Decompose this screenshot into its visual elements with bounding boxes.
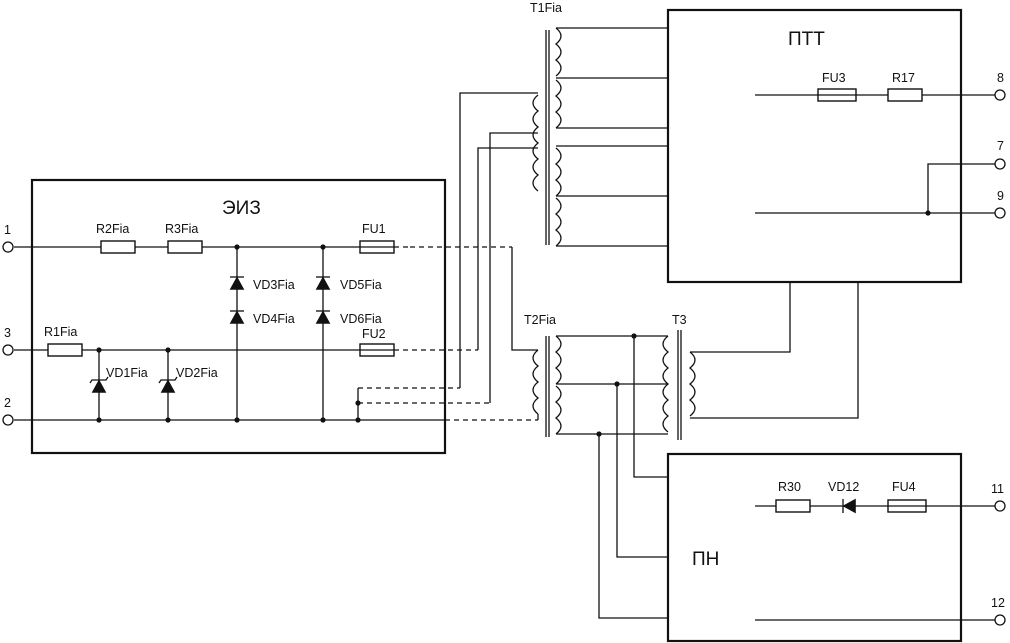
eiz-wiring: [14, 246, 538, 421]
resistor-r2: [100, 240, 136, 254]
label-terminal-11: 11: [991, 482, 1004, 496]
transformer-t2: [511, 247, 668, 437]
diode-vd5: [315, 276, 331, 290]
terminal-2: [2, 414, 14, 426]
label-terminal-8: 8: [997, 71, 1004, 85]
terminal-11: [994, 500, 1006, 512]
label-r2: R2Fia: [96, 222, 129, 236]
transformer-t1: [532, 27, 668, 247]
block-pn-label: ПН: [692, 549, 719, 570]
label-vd5: VD5Fia: [340, 278, 382, 292]
label-t1: T1Fia: [530, 1, 562, 15]
label-t3: T3: [672, 313, 687, 327]
block-eiz-label: ЭИЗ: [222, 198, 261, 219]
label-vd1: VD1Fia: [106, 366, 148, 380]
terminal-9: [994, 207, 1006, 219]
transformer-t3: [662, 282, 859, 440]
pn-wiring: [755, 505, 995, 621]
resistor-r30: [775, 499, 811, 513]
terminal-3: [2, 344, 14, 356]
diode-vd4: [229, 310, 245, 324]
label-vd3: VD3Fia: [253, 278, 295, 292]
zener-vd1: [89, 376, 109, 393]
label-r30: R30: [778, 480, 801, 494]
ptt-wiring: [755, 94, 995, 216]
resistor-r3: [167, 240, 203, 254]
eiz-t1-wiring: [459, 92, 538, 403]
t2-pn-wiring: [596, 333, 668, 619]
diode-vd6: [315, 310, 331, 324]
block-pn: [666, 452, 963, 643]
terminal-1: [2, 241, 14, 253]
terminal-12: [994, 614, 1006, 626]
label-terminal-1: 1: [4, 223, 11, 237]
block-ptt: [666, 8, 963, 284]
label-fu1: FU1: [362, 222, 386, 236]
label-r1: R1Fia: [44, 325, 77, 339]
label-vd4: VD4Fia: [253, 312, 295, 326]
label-vd2: VD2Fia: [176, 366, 218, 380]
label-terminal-12: 12: [991, 596, 1005, 610]
label-terminal-2: 2: [4, 396, 11, 410]
resistor-r1: [47, 343, 83, 357]
diode-vd12: [842, 498, 856, 514]
label-terminal-9: 9: [997, 189, 1004, 203]
label-r3: R3Fia: [165, 222, 198, 236]
label-fu4: FU4: [892, 480, 916, 494]
label-fu3: FU3: [822, 71, 846, 85]
label-t2: T2Fia: [524, 313, 556, 327]
label-fu2: FU2: [362, 327, 386, 341]
terminal-8: [994, 89, 1006, 101]
diode-vd3: [229, 276, 245, 290]
zener-vd2: [158, 376, 178, 393]
label-terminal-3: 3: [4, 326, 11, 340]
label-vd12: VD12: [828, 480, 859, 494]
label-vd6: VD6Fia: [340, 312, 382, 326]
terminal-7: [994, 158, 1006, 170]
block-eiz: [30, 178, 447, 455]
label-r17: R17: [892, 71, 915, 85]
label-terminal-7: 7: [997, 139, 1004, 153]
resistor-r17: [887, 88, 923, 102]
block-ptt-label: ПТТ: [788, 29, 825, 50]
eiz-junctions: [96, 244, 361, 423]
